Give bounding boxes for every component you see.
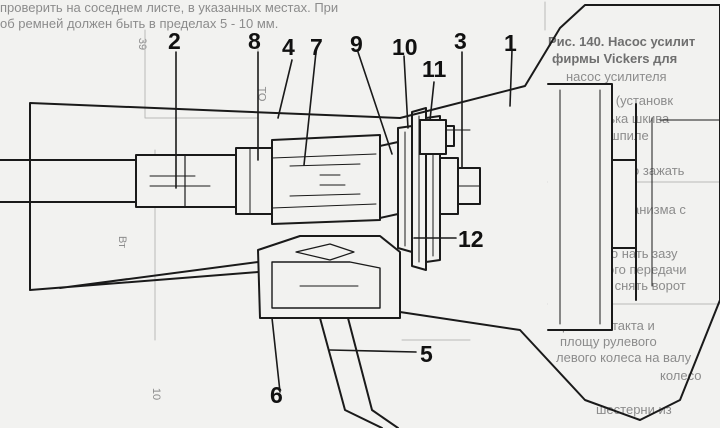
pump-body [257, 235, 401, 319]
callout-8: 8 [248, 28, 261, 54]
callout-1: 1 [504, 30, 517, 56]
shaft [0, 154, 237, 208]
pump-housing [271, 134, 381, 225]
callout-2: 2 [168, 28, 181, 54]
callout-10: 10 [392, 34, 418, 60]
bleed-caption-2: фирмы Vickers для [552, 51, 678, 66]
leader-lines [175, 49, 513, 393]
callout-3: 3 [454, 28, 467, 54]
callout-6: 6 [270, 382, 283, 408]
bushing [235, 147, 273, 215]
callout-4: 4 [282, 34, 295, 60]
callout-11: 11 [422, 56, 447, 82]
bolt [439, 157, 481, 215]
engine-housing [399, 4, 720, 421]
callout-7: 7 [310, 34, 323, 60]
bleed-text-top-1: проверить на соседнем листе, в указанных… [0, 0, 339, 15]
callout-5: 5 [420, 341, 433, 367]
mounting-bracket [29, 102, 401, 291]
bleed-caption: Рис. 140. Насос усилит [548, 34, 696, 49]
hub [379, 141, 399, 219]
bleed-line: насос усилителя [566, 69, 667, 84]
tensioner [419, 119, 471, 155]
hose [319, 317, 399, 428]
callout-12: 12 [458, 226, 484, 252]
callout-9: 9 [350, 31, 363, 57]
bleed-line: левого колеса на валу [556, 350, 692, 365]
bleed-line: площу рулевого [560, 334, 657, 349]
bleed-text-top-2: об ремней должен быть в пределах 5 - 10 … [0, 16, 279, 31]
